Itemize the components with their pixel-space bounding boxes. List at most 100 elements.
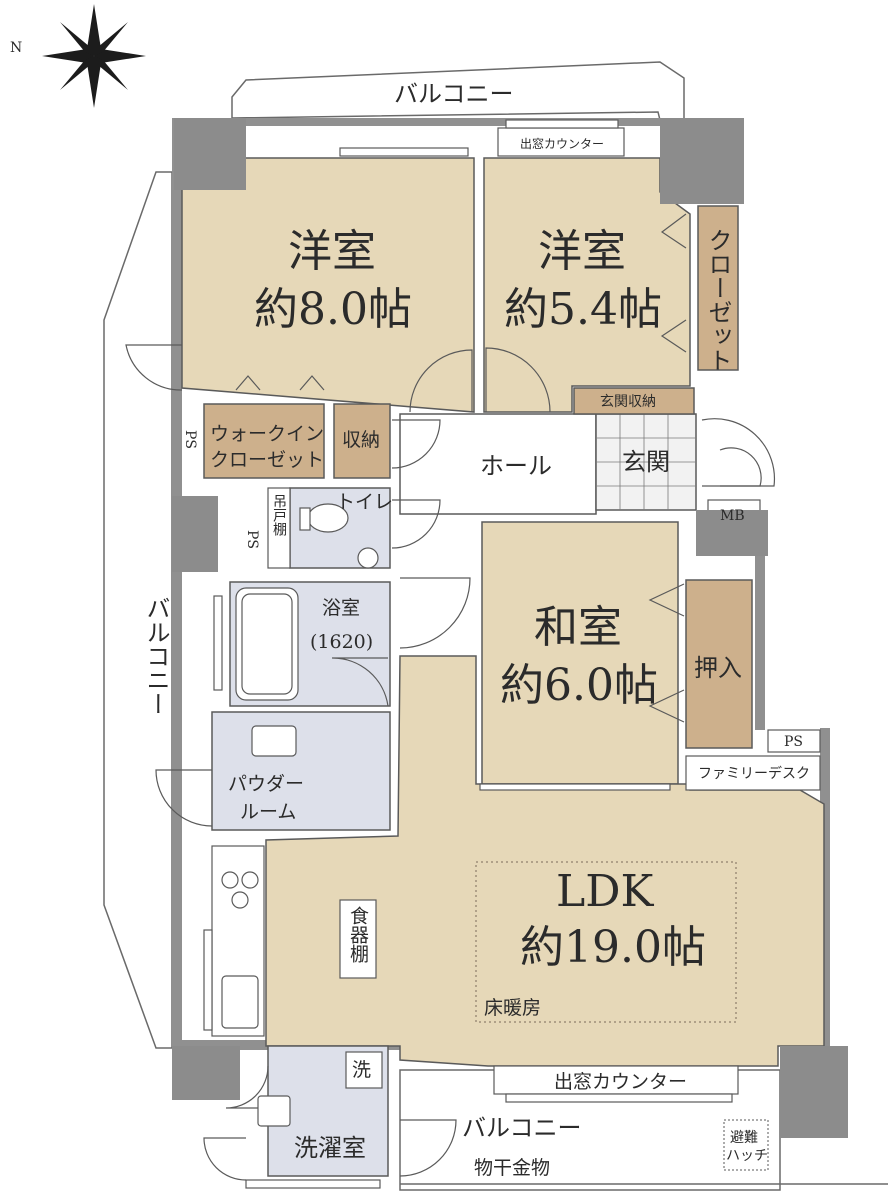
stove-burner-icon [221, 871, 239, 889]
windows [203, 119, 733, 1189]
wall-band [820, 728, 830, 1048]
genkan-tile-grid [596, 414, 696, 510]
room-western-8 [181, 157, 475, 413]
balcony-bottom-label: バルコニー [462, 1114, 582, 1142]
pillar [172, 1046, 240, 1100]
ps-label-3: PS [784, 734, 803, 750]
shuno-storage [333, 403, 391, 479]
powder-label-2: ルーム [240, 801, 296, 823]
powder-label-1: パウダー [228, 773, 304, 795]
closet-block [697, 205, 739, 371]
room-japanese-size: 約6.0帖 [500, 660, 658, 711]
monohoshi-label: 物干金物 [474, 1157, 550, 1179]
room-hall [399, 413, 597, 515]
room-western-8-name: 洋室 [288, 226, 376, 277]
window [203, 929, 213, 1031]
door-swing [203, 1137, 247, 1181]
wall-band [172, 118, 744, 126]
demado-counter-top-box [497, 127, 625, 157]
door-swings [125, 344, 776, 1181]
washer-icon [345, 1051, 383, 1089]
window [479, 783, 671, 791]
pillar [172, 496, 218, 572]
stove-burner-icon [241, 871, 259, 889]
mb-label: MB [720, 508, 745, 524]
closet-fold-marks [235, 213, 687, 723]
rooms [181, 157, 825, 1177]
door-swing [391, 499, 441, 549]
pillar [174, 118, 246, 190]
room-powder [211, 711, 391, 831]
window [505, 119, 619, 129]
family-desk-label: ファミリーデスク [698, 765, 810, 782]
room-japanese-name: 和室 [534, 602, 622, 653]
compass-north-label: N [10, 40, 22, 56]
door-swing [155, 769, 213, 827]
bath-size-label: (1620) [310, 631, 373, 653]
family-desk-box [685, 755, 821, 791]
pillar [780, 1046, 848, 1138]
hinan-hatch-label-1: 避難 [730, 1130, 758, 1146]
oshiire-label: 押入 [694, 654, 742, 682]
tsuridana-box [267, 487, 291, 569]
genkan-label: 玄関 [622, 448, 670, 476]
toilet-tank-icon [299, 507, 311, 531]
laundry-label: 洗濯室 [294, 1134, 366, 1162]
shokkidana-label: 食器棚 [347, 906, 369, 964]
bathtub-inner-icon [241, 593, 293, 695]
toilet-sink-icon [357, 547, 379, 569]
ps-label-1: PS [182, 430, 198, 449]
balcony-top-label: バルコニー [394, 80, 514, 108]
walk-in-closet [203, 403, 325, 479]
demado-counter-bottom-label: 出窓カウンター [554, 1071, 687, 1093]
hall-label: ホール [480, 452, 552, 480]
ldk-size: 約19.0帖 [520, 922, 706, 973]
shokkidana-box [339, 899, 377, 979]
balcony-left-label: バルコニー [142, 596, 170, 716]
stove-burner-icon [231, 891, 249, 909]
genkan-storage [573, 387, 695, 415]
hinan-hatch-box [723, 1119, 769, 1171]
room-western-5-name: 洋室 [538, 226, 626, 277]
fixtures [221, 503, 383, 1127]
door-swing [485, 347, 551, 413]
pillar [696, 510, 768, 556]
ps-label-2: PS [244, 530, 260, 549]
door-swing [409, 349, 473, 413]
closet-label: クローゼット [704, 228, 732, 372]
laundry-sink-icon [257, 1095, 291, 1127]
hinan-hatch-label-2: ハッチ [726, 1148, 768, 1164]
pillar [660, 118, 744, 204]
walk-in-closet-label-2: クローゼット [210, 449, 324, 471]
labels: N バルコニー バルコニー バルコニー 出窓カウンター 出窓カウンター 洋室 約… [10, 40, 810, 1179]
floor-heating-area [475, 861, 737, 1023]
kitchen-sink-icon [221, 975, 259, 1029]
ldk-name: LDK [556, 866, 654, 917]
window [339, 147, 469, 157]
window [245, 1179, 381, 1189]
wall-band [755, 555, 765, 730]
toilet-label: トイレ [336, 491, 393, 513]
room-western-8-size: 約8.0帖 [254, 284, 412, 335]
demado-counter-top-label: 出窓カウンター [520, 136, 604, 151]
shuno-label: 収納 [342, 429, 380, 451]
room-western-5-size: 約5.4帖 [504, 284, 662, 335]
door-swing [399, 1119, 457, 1177]
door-swing [125, 344, 183, 391]
powder-sink-icon [251, 725, 297, 757]
bath-label: 浴室 [322, 597, 360, 619]
room-japanese [481, 521, 679, 785]
door-swing [399, 577, 471, 649]
misc-boxes [211, 127, 821, 1095]
door-swing [391, 419, 441, 469]
door-swing [225, 1065, 269, 1109]
door-swing [719, 447, 762, 487]
pillars [172, 118, 848, 1138]
compass-rose-icon [42, 4, 146, 108]
ps-box [767, 729, 821, 753]
oshiire-block [685, 579, 753, 749]
door-swing [331, 657, 389, 707]
tsuridana-label: 吊戸棚 [271, 494, 287, 536]
wall-band [172, 118, 182, 1048]
